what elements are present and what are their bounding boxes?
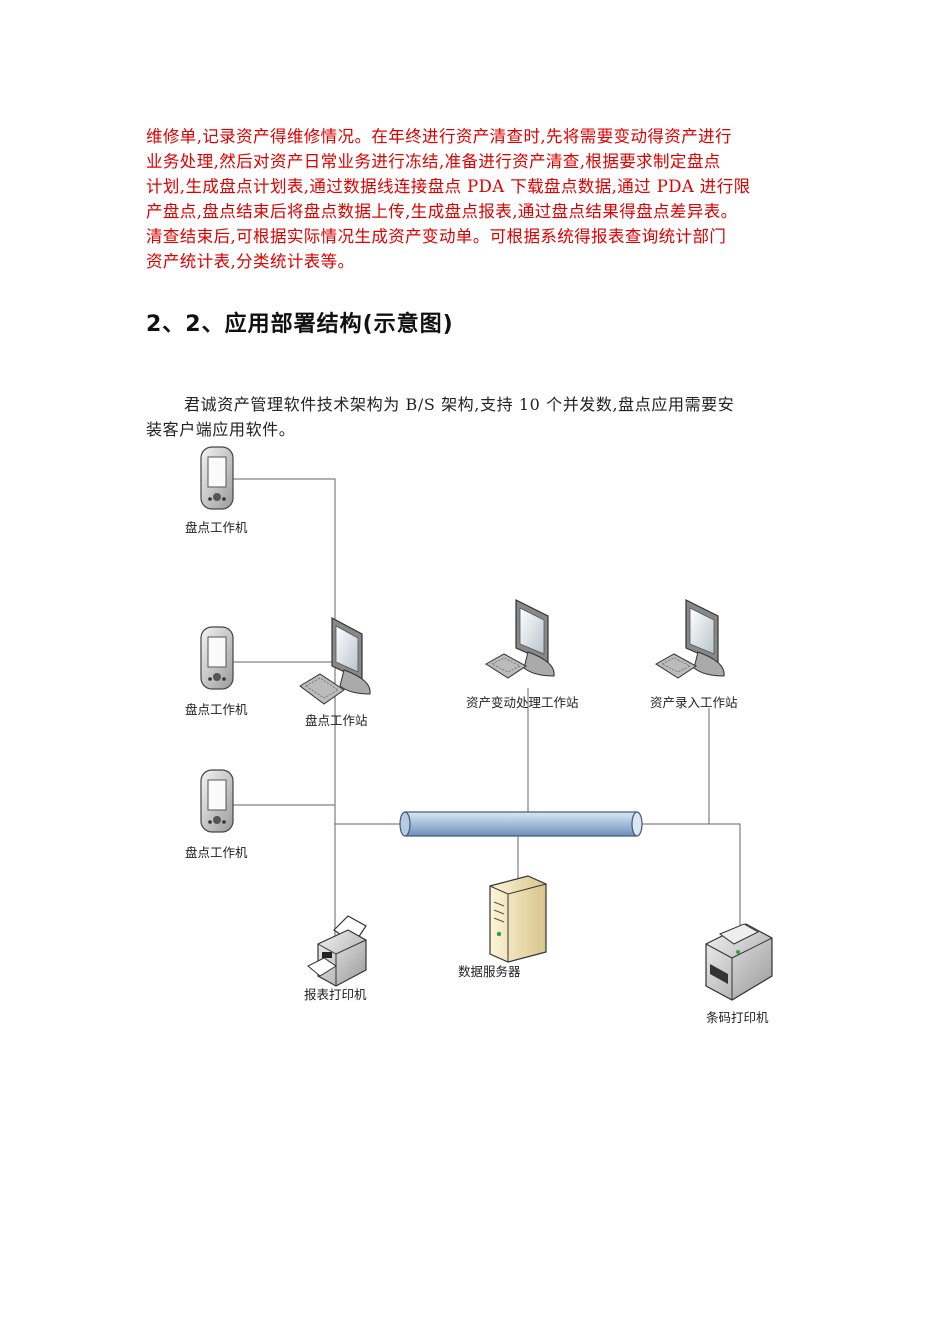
red-paragraph-line: 维修单,记录资产得维修情况。在年终进行资产清查时,先将需要变动得资产进行: [146, 127, 732, 146]
connection-lines: [233, 478, 741, 940]
asset-entry-station-label: 资产录入工作站: [650, 695, 738, 710]
workstation-computer-icon: [299, 617, 371, 705]
barcode-printer-icon: [705, 923, 773, 1001]
red-paragraph: 维修单,记录资产得维修情况。在年终进行资产清查时,先将需要变动得资产进行 业务处…: [146, 124, 826, 274]
inventory-station-label: 盘点工作站: [305, 713, 368, 728]
pda-label-1: 盘点工作机: [185, 520, 248, 535]
report-printer-label: 报表打印机: [304, 987, 367, 1002]
workstation-computer-icon: [485, 599, 555, 679]
pda-device-icon: [200, 769, 234, 833]
red-paragraph-line: 产盘点,盘点结束后将盘点数据上传,生成盘点报表,通过盘点结果得盘点差异表。: [146, 202, 738, 221]
report-printer-icon: [307, 915, 367, 987]
red-paragraph-line: 计划,生成盘点计划表,通过数据线连接盘点 PDA 下载盘点数据,通过 PDA 进…: [146, 177, 751, 196]
barcode-printer-label: 条码打印机: [706, 1010, 769, 1025]
workstation-computer-icon: [655, 599, 725, 679]
asset-change-station-label: 资产变动处理工作站: [466, 695, 579, 710]
database-server-icon: [489, 875, 547, 963]
network-bus: [399, 811, 643, 837]
section-heading: 2、2、应用部署结构(示意图): [146, 312, 454, 337]
red-paragraph-line: 业务处理,然后对资产日常业务进行冻结,准备进行资产清查,根据要求制定盘点: [146, 152, 721, 171]
pda-device-icon: [200, 626, 234, 690]
intro-line: 装客户端应用软件。: [146, 420, 296, 439]
pda-device-icon: [200, 446, 234, 510]
pda-label-2: 盘点工作机: [185, 702, 248, 717]
red-paragraph-line: 清查结束后,可根据实际情况生成资产变动单。可根据系统得报表查询统计部门: [146, 227, 727, 246]
pda-label-3: 盘点工作机: [185, 845, 248, 860]
database-server-label: 数据服务器: [458, 964, 521, 979]
intro-paragraph: 君诚资产管理软件技术架构为 B/S 架构,支持 10 个并发数,盘点应用需要安 …: [146, 392, 826, 442]
intro-line: 君诚资产管理软件技术架构为 B/S 架构,支持 10 个并发数,盘点应用需要安: [184, 395, 735, 414]
red-paragraph-line: 资产统计表,分类统计表等。: [146, 252, 355, 271]
